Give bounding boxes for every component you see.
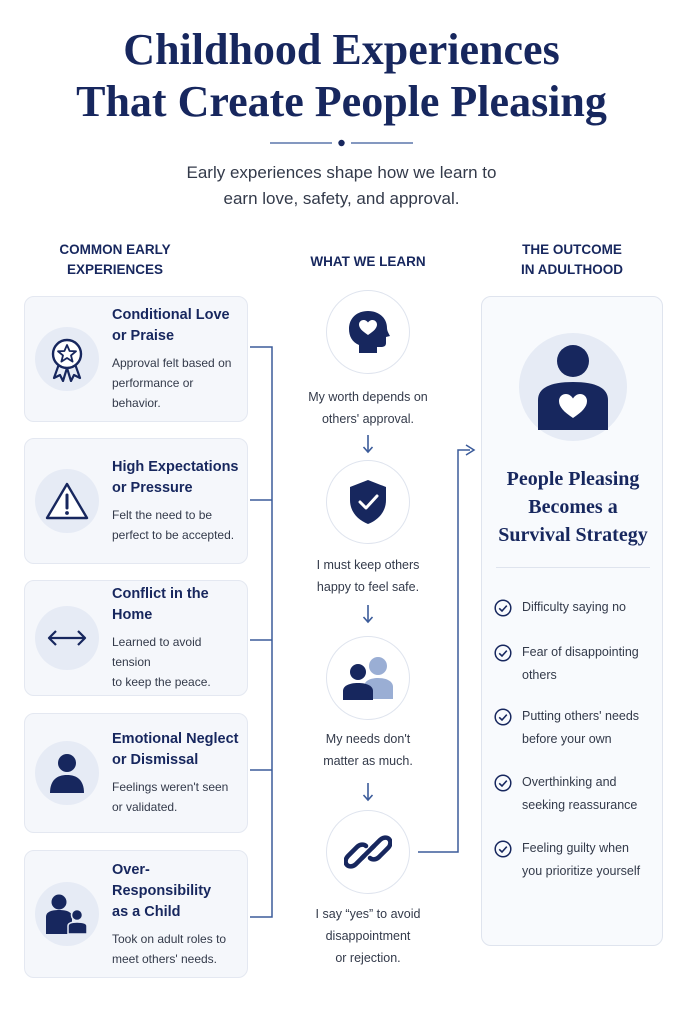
- check-circle-icon: [494, 708, 512, 726]
- lesson-text: I say “yes” to avoid disappointment or r…: [290, 903, 446, 969]
- experience-title: Over-Responsibility as a Child: [112, 860, 241, 923]
- outcome-divider: [496, 567, 650, 568]
- column-heading-outcome: THE OUTCOME IN ADULTHOOD: [492, 240, 652, 280]
- outcome-title-line: People Pleasing: [506, 468, 640, 490]
- subtitle: Early experiences shape how we learn to …: [0, 160, 683, 212]
- experience-description: Learned to avoid tension to keep the pea…: [112, 632, 241, 692]
- outcome-item-line: before your own: [522, 732, 612, 746]
- title-line-1: Childhood Experiences: [123, 25, 560, 74]
- chain-link-icon: [344, 835, 392, 869]
- lesson-text-line: happy to feel safe.: [316, 580, 420, 594]
- head-heart-icon: [349, 311, 390, 353]
- experience-description-line: perfect to be accepted.: [112, 528, 235, 542]
- experience-title-line: High Expectations: [112, 459, 239, 475]
- outcome-item-line: others: [522, 668, 557, 682]
- page-title: Childhood Experiences That Create People…: [0, 24, 683, 128]
- column-heading-line: THE OUTCOME: [522, 242, 622, 257]
- experience-description: Felt the need to be perfect to be accept…: [112, 505, 241, 545]
- lesson-icon-needs: [290, 636, 446, 720]
- experience-description: Approval felt based on performance or be…: [112, 353, 241, 413]
- experience-title-line: Conflict in the Home: [112, 586, 209, 623]
- shield-check-icon: [350, 480, 386, 524]
- lesson-text-line: others' approval.: [321, 412, 415, 426]
- lesson-text-line: I must keep others: [316, 558, 420, 572]
- experience-title-line: or Dismissal: [112, 752, 199, 768]
- experience-description-line: to keep the peace.: [112, 675, 211, 689]
- experience-description: Took on adult roles to meet others' need…: [112, 929, 241, 969]
- column-heading-experiences: COMMON EARLY EXPERIENCES: [40, 240, 190, 280]
- check-circle-icon: [494, 840, 512, 858]
- experience-card-emotional-neglect: Emotional Neglect or Dismissal Feelings …: [24, 713, 248, 833]
- experience-title: Emotional Neglect or Dismissal: [112, 729, 241, 771]
- outcome-title-line: Survival Strategy: [498, 524, 648, 546]
- lesson-icon-worth: [290, 290, 446, 374]
- lesson-text-line: I say “yes” to avoid: [315, 907, 421, 921]
- outcome-item-line: Putting others' needs: [522, 709, 640, 723]
- double-arrow-icon: [35, 606, 99, 670]
- title-line-2: That Create People Pleasing: [76, 77, 607, 126]
- award-ribbon-icon: [35, 327, 99, 391]
- experience-card-high-expectations: High Expectations or Pressure Felt the n…: [24, 438, 248, 564]
- column-heading-line: EXPERIENCES: [66, 262, 164, 277]
- lesson-text-line: My needs don't: [325, 732, 411, 746]
- parent-child-icon: [35, 882, 99, 946]
- down-arrow-icon: [362, 605, 374, 624]
- experience-description-line: Took on adult roles to: [112, 931, 227, 946]
- lesson-text-line: My worth depends on: [308, 390, 428, 404]
- title-divider: [270, 139, 413, 147]
- experience-title: Conditional Love or Praise: [112, 305, 241, 347]
- lesson-icon-yes: [290, 810, 446, 894]
- subtitle-line-1: Early experiences shape how we learn to: [186, 163, 497, 182]
- down-arrow-icon: [362, 435, 374, 454]
- check-circle-icon: [494, 644, 512, 662]
- experience-title: Conflict in the Home: [112, 584, 241, 626]
- check-circle-icon: [494, 774, 512, 792]
- outcome-title-line: Becomes a: [528, 496, 618, 518]
- experience-card-over-responsibility: Over-Responsibility as a Child Took on a…: [24, 850, 248, 978]
- down-arrow-icon: [362, 783, 374, 802]
- experience-title-line: Emotional Neglect: [112, 731, 239, 747]
- lesson-text: My worth depends on others' approval.: [290, 386, 446, 430]
- outcome-item-line: Fear of disappointing: [522, 645, 639, 659]
- experience-title-line: Over-Responsibility: [112, 861, 212, 899]
- lesson-text-line: disappointment: [325, 929, 411, 943]
- person-icon: [35, 741, 99, 805]
- experience-description-line: meet others' needs.: [112, 951, 218, 966]
- experience-description-line: Approval felt based on: [112, 356, 232, 370]
- experience-title-line: Conditional Love: [112, 307, 230, 323]
- outcome-title: People Pleasing Becomes a Survival Strat…: [482, 465, 664, 549]
- experience-description: Feelings weren't seen or validated.: [112, 777, 241, 817]
- experience-title-line: as a Child: [112, 903, 181, 920]
- experience-description-line: Feelings weren't seen: [112, 780, 229, 794]
- experience-title-line: or Pressure: [112, 480, 193, 496]
- experience-card-conditional-love: Conditional Love or Praise Approval felt…: [24, 296, 248, 422]
- column-heading-line: COMMON EARLY: [59, 242, 171, 257]
- lesson-text-line: or rejection.: [335, 951, 401, 965]
- experience-description-line: performance or behavior.: [112, 376, 194, 410]
- experience-description-line: Learned to avoid tension: [112, 635, 202, 669]
- outcome-item-line: Overthinking and: [522, 775, 617, 789]
- outcome-item-line: seeking reassurance: [522, 798, 638, 812]
- outcome-panel: People Pleasing Becomes a Survival Strat…: [481, 296, 663, 946]
- experience-title-line: or Praise: [112, 328, 175, 344]
- column-heading-line: IN ADULTHOOD: [521, 262, 623, 277]
- lesson-text-line: matter as much.: [323, 754, 413, 768]
- lesson-icon-safe: [290, 460, 446, 544]
- lesson-text: My needs don't matter as much.: [290, 728, 446, 772]
- warning-triangle-icon: [35, 469, 99, 533]
- column-heading-lessons: WHAT WE LEARN: [310, 254, 426, 269]
- outcome-item-line: you prioritize yourself: [522, 864, 641, 878]
- subtitle-line-2: earn love, safety, and approval.: [223, 189, 460, 208]
- outcome-item-line: Difficulty saying no: [522, 600, 626, 614]
- outcome-item-line: Feeling guilty when: [522, 841, 630, 855]
- check-circle-icon: [494, 599, 512, 617]
- two-people-icon: [343, 657, 393, 700]
- experience-description-line: or validated.: [112, 800, 178, 814]
- person-heart-icon: [519, 333, 627, 441]
- experience-description-line: Felt the need to be: [112, 508, 213, 522]
- lesson-text: I must keep others happy to feel safe.: [290, 554, 446, 598]
- experience-card-conflict: Conflict in the Home Learned to avoid te…: [24, 580, 248, 696]
- experience-title: High Expectations or Pressure: [112, 457, 241, 499]
